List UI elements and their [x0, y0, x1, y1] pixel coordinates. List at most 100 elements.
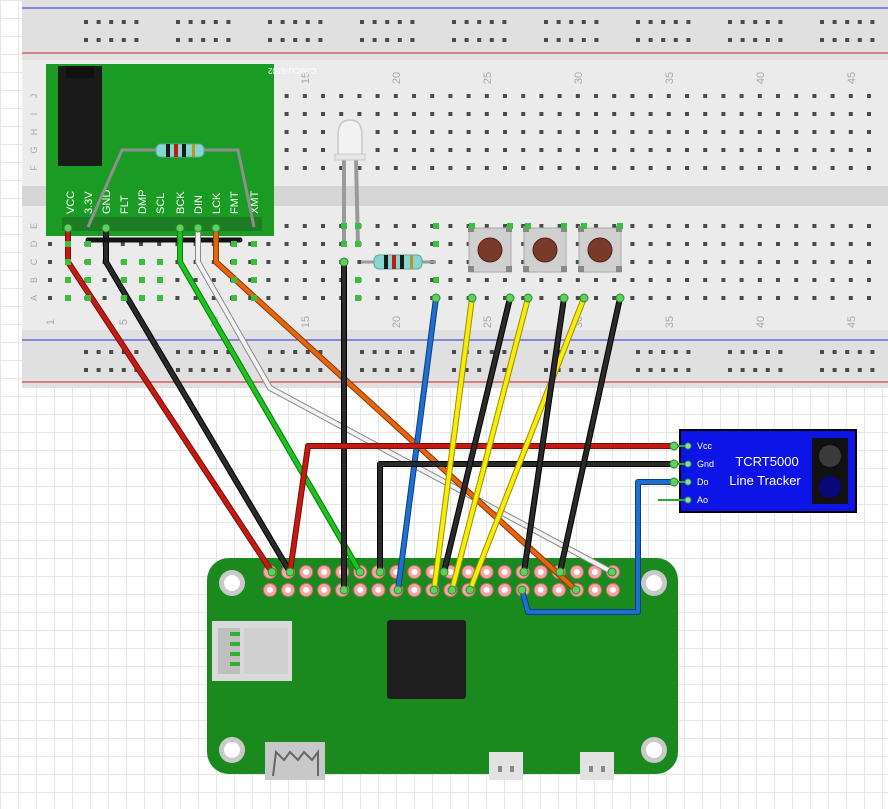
breadboard-hole: [539, 296, 544, 300]
breadboard-hole: [175, 296, 180, 300]
breadboard-hole: [466, 148, 471, 152]
breadboard-hole: [321, 94, 325, 98]
breadboard-hole: [375, 130, 380, 134]
breadboard-hole: [284, 112, 289, 116]
dac-pin-label: XMT: [249, 191, 261, 215]
breadboard-hole: [318, 38, 323, 42]
breadboard-hole: [48, 296, 52, 300]
breadboard-hole: [213, 38, 218, 42]
breadboard-hole: [477, 350, 482, 354]
breadboard-hole: [569, 350, 574, 354]
wire-black-tracker-gnd-core: [378, 462, 676, 574]
dac-pin-label: GND: [101, 190, 113, 215]
breadboard-hole: [557, 148, 562, 152]
breadboard-hole: [464, 38, 469, 42]
breadboard-hole: [521, 296, 526, 300]
line-tracker-module: TCRT5000 Line Tracker Vcc Gnd Do Ao: [656, 429, 857, 513]
active-hole: [85, 241, 91, 247]
breadboard-hole: [502, 350, 507, 354]
breadboard-hole: [812, 94, 817, 98]
active-hole: [251, 259, 257, 265]
breadboard-hole: [830, 278, 835, 282]
row-letter: J: [29, 94, 39, 99]
breadboard-hole: [139, 242, 143, 246]
breadboard-hole: [721, 166, 726, 170]
breadboard-hole: [284, 260, 289, 264]
breadboard-hole: [666, 224, 671, 228]
breadboard-hole: [740, 38, 745, 42]
breadboard-hole: [280, 20, 285, 24]
breadboard-hole: [375, 224, 380, 228]
breadboard-hole: [794, 242, 799, 246]
breadboard-hole: [612, 166, 617, 170]
breadboard-hole: [666, 296, 671, 300]
breadboard-hole: [575, 112, 580, 116]
active-hole: [231, 295, 237, 301]
breadboard-hole: [412, 112, 416, 116]
line-tracker-pin-do: Do: [697, 477, 709, 487]
breadboard-hole: [430, 94, 435, 98]
breadboard-hole: [594, 148, 598, 152]
breadboard-hole: [109, 20, 114, 24]
active-hole: [65, 295, 71, 301]
breadboard-hole: [484, 224, 489, 228]
breadboard-hole: [648, 368, 653, 372]
breadboard-hole: [721, 260, 726, 264]
breadboard-hole: [820, 20, 824, 24]
breadboard-hole: [867, 148, 871, 152]
breadboard-hole: [157, 242, 162, 246]
row-letter: I: [29, 113, 39, 116]
breadboard-hole: [452, 20, 456, 24]
breadboard-hole: [721, 94, 726, 98]
breadboard-hole: [268, 368, 272, 372]
breadboard-hole: [412, 278, 416, 282]
active-hole: [433, 241, 439, 247]
breadboard-hole: [502, 368, 507, 372]
breadboard-hole: [794, 278, 799, 282]
ir-receiver: [819, 476, 841, 498]
breadboard-hole: [845, 38, 850, 42]
wire-endpoint: [559, 293, 569, 303]
breadboard-hole: [857, 38, 862, 42]
breadboard-hole: [648, 242, 653, 246]
breadboard-hole: [630, 224, 635, 228]
active-hole: [469, 223, 475, 229]
breadboard-hole: [820, 38, 824, 42]
breadboard-hole: [397, 368, 402, 372]
breadboard-hole: [393, 242, 398, 246]
breadboard-hole: [794, 224, 799, 228]
breadboard-hole: [703, 94, 708, 98]
breadboard-hole: [521, 130, 526, 134]
breadboard-hole: [721, 112, 726, 116]
breadboard-hole: [448, 242, 453, 246]
breadboard-hole: [776, 278, 780, 282]
breadboard-hole: [569, 368, 574, 372]
breadboard-hole: [121, 38, 126, 42]
breadboard-hole: [539, 224, 544, 228]
active-hole: [341, 241, 347, 247]
breadboard-hole: [686, 350, 691, 354]
breadboard-hole: [661, 38, 666, 42]
breadboard-hole: [393, 148, 398, 152]
breadboard-hole: [305, 38, 310, 42]
breadboard-hole: [686, 38, 691, 42]
breadboard-hole: [385, 20, 390, 24]
led: [334, 119, 366, 246]
breadboard-hole: [739, 130, 744, 134]
breadboard-hole: [857, 20, 862, 24]
breadboard-hole: [636, 20, 640, 24]
breadboard-hole: [581, 368, 586, 372]
breadboard-hole: [211, 296, 216, 300]
breadboard-hole: [721, 242, 726, 246]
breadboard-hole: [448, 224, 453, 228]
line-tracker-pin-vcc: Vcc: [697, 441, 713, 451]
breadboard-hole: [266, 242, 271, 246]
raspberry-pi-zero: [207, 558, 678, 780]
breadboard-hole: [539, 148, 544, 152]
breadboard-hole: [867, 224, 871, 228]
wire-endpoint: [101, 223, 111, 233]
wire-yellow-button2-core: [450, 296, 530, 592]
breadboard-hole: [357, 112, 362, 116]
breadboard-hole: [575, 278, 580, 282]
breadboard-hole: [321, 166, 325, 170]
